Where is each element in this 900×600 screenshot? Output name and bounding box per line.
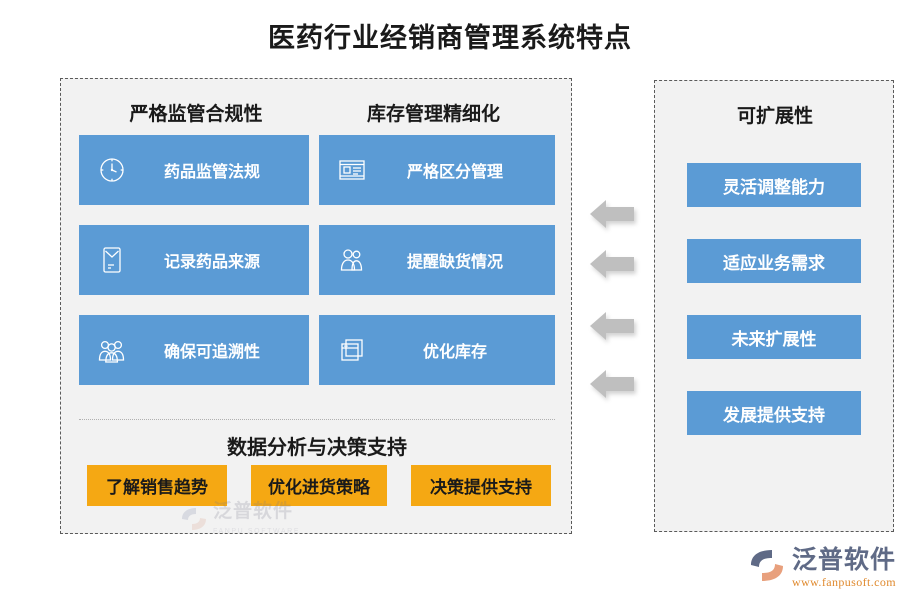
feature-card-label: 确保可追溯性 [163, 344, 260, 361]
arrow-left-icon-1 [590, 246, 634, 282]
logo-url: www.fanpusoft.com [792, 575, 897, 590]
page-title: 医药行业经销商管理系统特点 [268, 23, 632, 53]
corner-logo: 泛普软件 www.fanpusoft.com [748, 547, 897, 590]
left-panel: 严格监管合规性 库存管理精细化 药品监管法规 [60, 78, 572, 535]
chip-growth-support[interactable]: 发展提供支持 [687, 391, 861, 435]
feature-card-regulatory-2[interactable]: 确保可追溯性 [79, 315, 309, 385]
feature-card-label: 药品监管法规 [163, 164, 260, 181]
people-group-icon [95, 333, 129, 367]
watermark-logo-icon [182, 508, 206, 530]
watermark-en: FANPU SOFTWARE [213, 527, 301, 535]
arrow-left-icon-3 [590, 366, 634, 402]
clock-icon [95, 153, 129, 187]
column-heading-inventory: 库存管理精细化 [366, 104, 500, 125]
arrow-left-icon-2 [590, 308, 634, 344]
document-icon [95, 243, 129, 277]
feature-card-inventory-2[interactable]: 优化库存 [319, 315, 555, 385]
right-panel-heading: 可扩展性 [736, 106, 813, 127]
logo-cn: 泛普软件 [792, 547, 897, 574]
feature-card-regulatory-0[interactable]: 药品监管法规 [79, 135, 309, 205]
windows-stack-icon [335, 333, 369, 367]
right-panel: 可扩展性 灵活调整能力 适应业务需求 未来扩展性 发展提供支持 [654, 80, 894, 532]
id-card-icon [335, 153, 369, 187]
section-divider [79, 419, 555, 420]
chip-business-needs[interactable]: 适应业务需求 [687, 239, 861, 283]
chip-sales-trend[interactable]: 了解销售趋势 [87, 465, 227, 506]
feature-card-label: 提醒缺货情况 [406, 254, 503, 271]
chip-flexible-adjust[interactable]: 灵活调整能力 [687, 163, 861, 207]
feature-card-label: 优化库存 [422, 344, 487, 361]
arrow-left-icon-0 [590, 196, 634, 232]
chip-purchase-strategy[interactable]: 优化进货策略 [251, 465, 387, 506]
feature-card-inventory-1[interactable]: 提醒缺货情况 [319, 225, 555, 295]
bottom-section-title: 数据分析与决策支持 [227, 437, 407, 459]
chip-future-scalability[interactable]: 未来扩展性 [687, 315, 861, 359]
brand-logo-icon [751, 550, 783, 581]
feature-card-label: 严格区分管理 [406, 164, 503, 181]
feature-card-regulatory-1[interactable]: 记录药品来源 [79, 225, 309, 295]
feature-card-label: 记录药品来源 [163, 254, 260, 271]
people-icon [335, 243, 369, 277]
feature-card-inventory-0[interactable]: 严格区分管理 [319, 135, 555, 205]
chip-decision-support[interactable]: 决策提供支持 [411, 465, 551, 506]
column-heading-regulatory: 严格监管合规性 [129, 104, 263, 125]
